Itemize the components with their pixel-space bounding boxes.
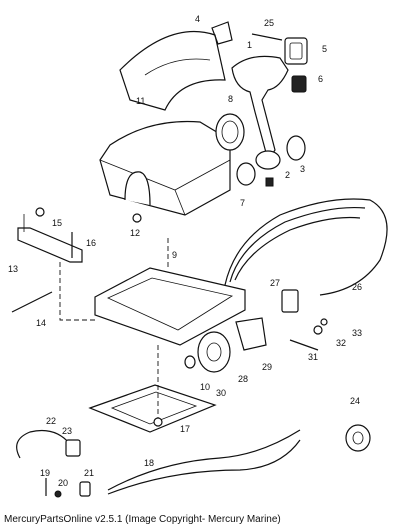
- part-30: [184, 355, 196, 369]
- callout-31: 31: [308, 352, 318, 362]
- callout-1: 1: [247, 40, 252, 50]
- part-29: [235, 317, 267, 351]
- callout-16: 16: [86, 238, 96, 248]
- callout-27: 27: [270, 278, 280, 288]
- callout-labels: 1 2 3 4 5 6 7 8 9 10 11 12 13 14 15 16 1…: [8, 14, 362, 488]
- part-bezel-ring: [215, 113, 245, 151]
- callout-28: 28: [238, 374, 248, 384]
- callout-13: 13: [8, 264, 18, 274]
- part-4: [211, 21, 233, 45]
- callout-32: 32: [336, 338, 346, 348]
- part-base-frame: [94, 267, 246, 346]
- part-24: [345, 424, 371, 452]
- part-17: [153, 417, 163, 427]
- callout-25: 25: [264, 18, 274, 28]
- callout-11: 11: [136, 96, 145, 106]
- part-cover-plate: [119, 31, 226, 111]
- part-15: [35, 207, 45, 217]
- part-control-handle: [231, 55, 289, 170]
- part-wire-harness: [224, 198, 388, 313]
- part-23: [65, 439, 81, 457]
- callout-30: 30: [216, 388, 226, 398]
- callout-4: 4: [195, 14, 200, 24]
- part-20: [54, 490, 62, 498]
- callout-33: 33: [352, 328, 362, 338]
- callout-15: 15: [52, 218, 62, 228]
- part-housing: [99, 120, 231, 216]
- part-31: [289, 339, 319, 351]
- part-32: [313, 325, 323, 335]
- callout-14: 14: [36, 318, 46, 328]
- callout-19: 19: [40, 468, 50, 478]
- callout-23: 23: [62, 426, 72, 436]
- part-25: [251, 33, 283, 41]
- callout-2: 2: [285, 170, 290, 180]
- part-3: [286, 135, 306, 161]
- part-12: [132, 213, 142, 223]
- callout-5: 5: [322, 44, 327, 54]
- parts-diagram: 1 2 3 4 5 6 7 8 9 10 11 12 13 14 15 16 1…: [8, 14, 388, 498]
- callout-3: 3: [300, 164, 305, 174]
- part-33: [320, 318, 328, 326]
- part-7: [236, 162, 256, 186]
- callout-22: 22: [46, 416, 56, 426]
- callout-6: 6: [318, 74, 323, 84]
- callout-17: 17: [180, 424, 190, 434]
- callout-8: 8: [228, 94, 233, 104]
- callout-7: 7: [240, 198, 245, 208]
- callout-12: 12: [130, 228, 140, 238]
- copyright-caption: MercuryPartsOnline v2.5.1 (Image Copyrig…: [4, 514, 281, 525]
- part-6: [291, 75, 307, 93]
- part-21: [79, 481, 91, 497]
- callout-26: 26: [352, 282, 362, 292]
- part-14: [11, 291, 53, 313]
- part-2: [265, 177, 274, 187]
- callout-29: 29: [262, 362, 272, 372]
- callout-21: 21: [84, 468, 94, 478]
- part-5: [284, 37, 308, 65]
- callout-20: 20: [58, 478, 68, 488]
- callout-18: 18: [144, 458, 154, 468]
- part-bracket: [17, 214, 83, 263]
- callout-24: 24: [350, 396, 360, 406]
- part-gasket: [88, 384, 217, 433]
- part-18: [107, 429, 301, 491]
- callout-10: 10: [200, 382, 210, 392]
- callout-9: 9: [172, 250, 177, 260]
- part-28: [197, 331, 231, 373]
- part-22: [16, 429, 71, 459]
